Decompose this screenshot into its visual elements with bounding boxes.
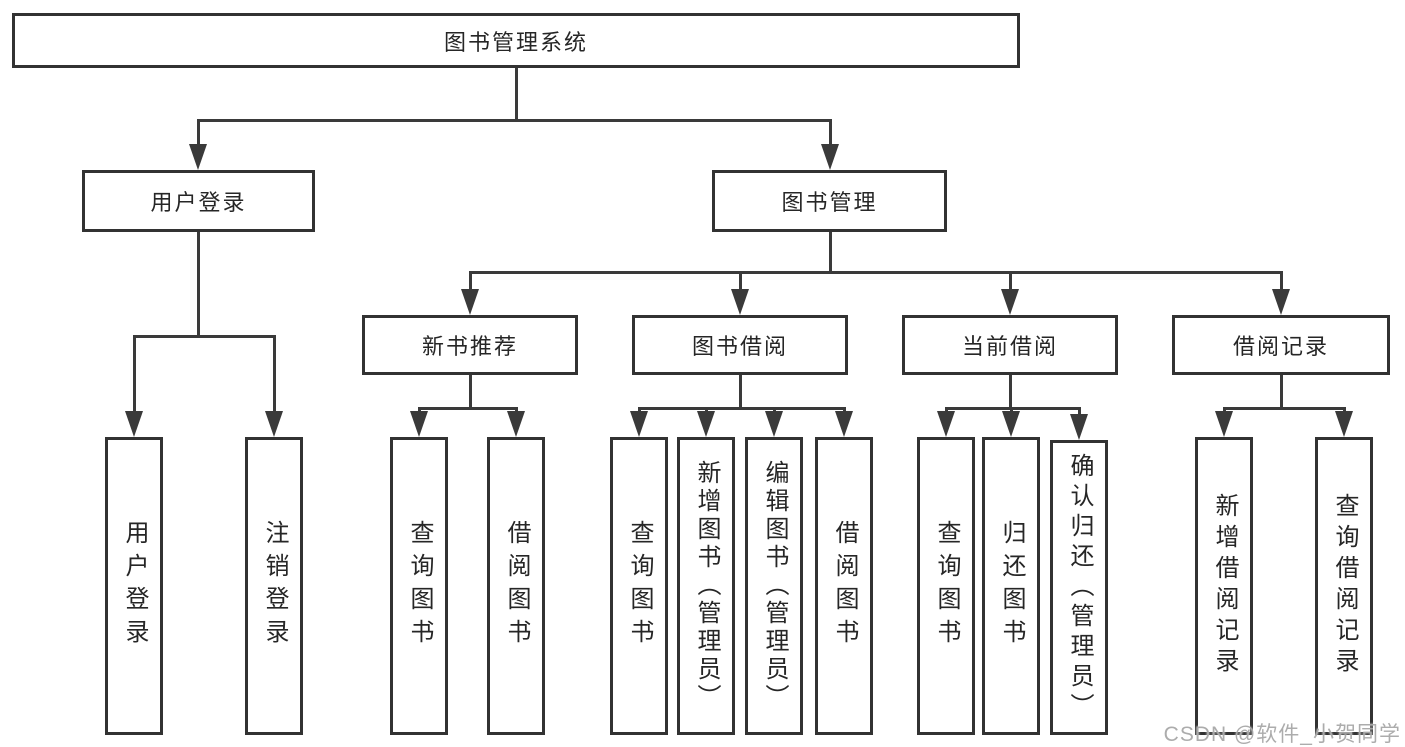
node-current-label: 当前借阅 bbox=[961, 334, 1058, 359]
connector-line bbox=[773, 407, 776, 413]
leaf-label: 借阅图书 bbox=[503, 520, 530, 652]
leaf-label: 借阅图书 bbox=[831, 520, 858, 652]
connector-line bbox=[515, 68, 518, 119]
leaf-current-1: 归还图书 bbox=[982, 437, 1040, 735]
connector-line bbox=[469, 271, 1283, 274]
arrow-down-icon bbox=[189, 144, 207, 170]
node-new-books-label: 新书推荐 bbox=[421, 334, 518, 359]
leaf-label: 新增借阅记录 bbox=[1211, 493, 1238, 679]
arrow-down-icon bbox=[1001, 289, 1019, 315]
arrow-down-icon bbox=[125, 411, 143, 437]
arrow-down-icon bbox=[1272, 289, 1290, 315]
leaf-borrowing-2: 编辑图书（管理员） bbox=[745, 437, 803, 735]
leaf-label: 查询图书 bbox=[933, 520, 960, 652]
connector-line bbox=[945, 407, 1081, 410]
connector-line bbox=[1078, 407, 1081, 415]
arrow-down-icon bbox=[1070, 414, 1088, 440]
leaf-label: 查询图书 bbox=[626, 520, 653, 652]
arrow-down-icon bbox=[821, 144, 839, 170]
leaf-label: 编辑图书（管理员） bbox=[761, 460, 788, 712]
leaf-borrowing-1: 新增图书（管理员） bbox=[677, 437, 735, 735]
connector-line bbox=[133, 335, 136, 411]
arrow-down-icon bbox=[1335, 411, 1353, 437]
connector-line bbox=[1223, 407, 1346, 410]
connector-line bbox=[1280, 375, 1283, 409]
connector-line bbox=[638, 407, 846, 410]
arrow-down-icon bbox=[835, 411, 853, 437]
node-new-books: 新书推荐 bbox=[362, 315, 578, 375]
leaf-label: 注销登录 bbox=[261, 520, 288, 652]
connector-line bbox=[197, 119, 832, 122]
connector-line bbox=[1009, 375, 1012, 409]
node-root: 图书管理系统 bbox=[12, 13, 1020, 68]
leaf-borrowing-0: 查询图书 bbox=[610, 437, 668, 735]
arrow-down-icon bbox=[265, 411, 283, 437]
connector-line bbox=[469, 375, 472, 409]
connector-line bbox=[197, 119, 200, 145]
leaf-current-0: 查询图书 bbox=[917, 437, 975, 735]
leaf-user-login-0: 用户登录 bbox=[105, 437, 163, 735]
connector-line bbox=[418, 407, 518, 410]
connector-line bbox=[133, 335, 276, 338]
leaf-borrowing-3: 借阅图书 bbox=[815, 437, 873, 735]
node-user-login-label: 用户登录 bbox=[150, 190, 247, 215]
connector-line bbox=[705, 407, 708, 413]
connector-line bbox=[418, 407, 421, 413]
connector-line bbox=[739, 271, 742, 289]
connector-line bbox=[469, 271, 472, 289]
leaf-label: 归还图书 bbox=[998, 520, 1025, 652]
node-current: 当前借阅 bbox=[902, 315, 1118, 375]
node-user-login: 用户登录 bbox=[82, 170, 315, 232]
connector-line bbox=[829, 119, 832, 145]
node-records-label: 借阅记录 bbox=[1232, 334, 1329, 359]
node-records: 借阅记录 bbox=[1172, 315, 1390, 375]
node-book-mgmt: 图书管理 bbox=[712, 170, 947, 232]
leaf-label: 查询借阅记录 bbox=[1331, 493, 1358, 679]
connector-line bbox=[739, 375, 742, 409]
arrow-down-icon bbox=[461, 289, 479, 315]
leaf-label: 查询图书 bbox=[406, 520, 433, 652]
leaf-current-2: 确认归还（管理员） bbox=[1050, 440, 1108, 735]
node-root-label: 图书管理系统 bbox=[443, 29, 588, 55]
arrow-down-icon bbox=[630, 411, 648, 437]
node-borrowing-label: 图书借阅 bbox=[691, 334, 788, 359]
arrow-down-icon bbox=[410, 411, 428, 437]
connector-line bbox=[843, 407, 846, 413]
leaf-label: 确认归还（管理员） bbox=[1066, 452, 1093, 723]
node-book-mgmt-label: 图书管理 bbox=[781, 190, 878, 215]
leaf-user-login-1: 注销登录 bbox=[245, 437, 303, 735]
connector-line bbox=[273, 335, 276, 411]
connector-line bbox=[1343, 407, 1346, 413]
arrow-down-icon bbox=[937, 411, 955, 437]
arrow-down-icon bbox=[1002, 411, 1020, 437]
connector-line bbox=[638, 407, 641, 413]
leaf-records-0: 新增借阅记录 bbox=[1195, 437, 1253, 735]
leaf-new-books-1: 借阅图书 bbox=[487, 437, 545, 735]
leaf-new-books-0: 查询图书 bbox=[390, 437, 448, 735]
leaf-label: 用户登录 bbox=[121, 520, 148, 652]
connector-line bbox=[1009, 271, 1012, 289]
node-borrowing: 图书借阅 bbox=[632, 315, 848, 375]
arrow-down-icon bbox=[731, 289, 749, 315]
arrow-down-icon bbox=[1215, 411, 1233, 437]
arrow-down-icon bbox=[507, 411, 525, 437]
leaf-records-1: 查询借阅记录 bbox=[1315, 437, 1373, 735]
arrow-down-icon bbox=[697, 411, 715, 437]
arrow-down-icon bbox=[765, 411, 783, 437]
connector-line bbox=[1280, 271, 1283, 289]
connector-line bbox=[515, 407, 518, 413]
connector-line bbox=[1223, 407, 1226, 413]
connector-line bbox=[829, 232, 832, 271]
connector-line bbox=[945, 407, 948, 413]
connector-line bbox=[197, 232, 200, 335]
csdn-watermark: CSDN @软件_小贺同学 bbox=[1163, 723, 1401, 746]
leaf-label: 新增图书（管理员） bbox=[693, 460, 720, 712]
connector-line bbox=[1010, 407, 1013, 413]
